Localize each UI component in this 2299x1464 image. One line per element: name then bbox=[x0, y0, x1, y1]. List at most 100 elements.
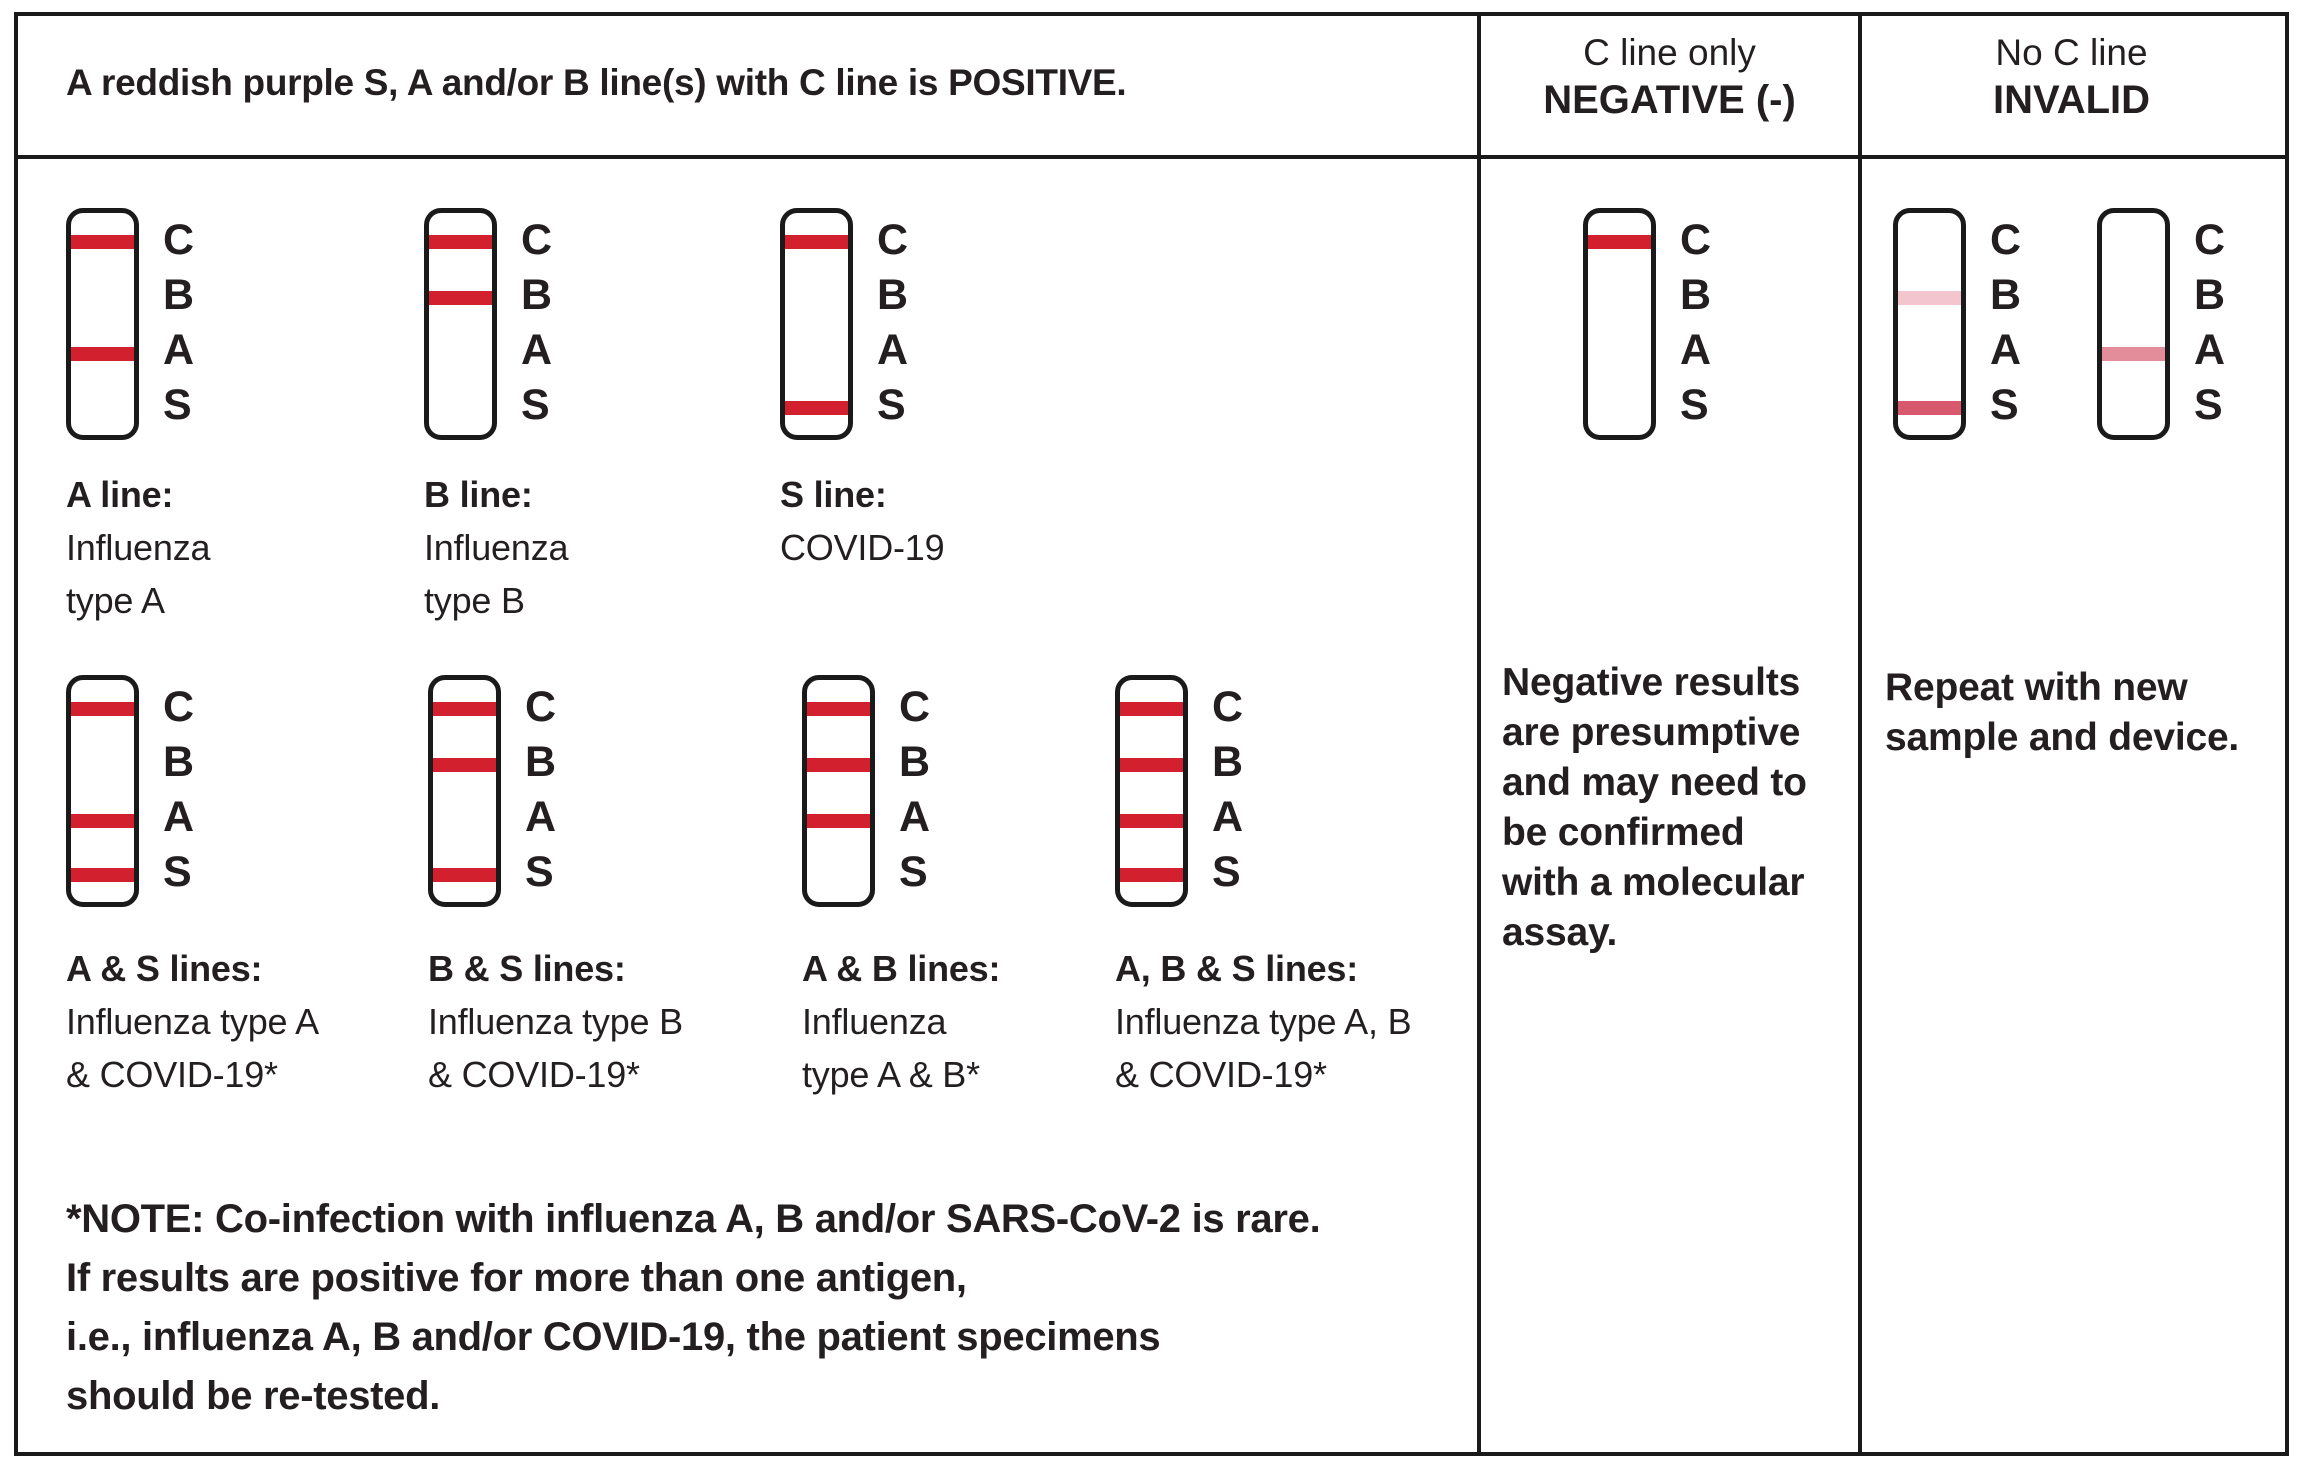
strip-label-s: S bbox=[521, 381, 550, 429]
c-line bbox=[433, 702, 496, 716]
caption-line: & COVID-19* bbox=[1115, 1054, 1327, 1095]
footnote: *NOTE: Co-infection with influenza A, B … bbox=[66, 1190, 1321, 1426]
test-strip-a-b-s-lines bbox=[1115, 675, 1188, 907]
s-line bbox=[433, 868, 496, 882]
caption-line: COVID-19 bbox=[780, 527, 945, 568]
faint-s-line bbox=[1898, 401, 1961, 415]
strip-label-s: S bbox=[163, 381, 192, 429]
caption-line: Influenza type A bbox=[66, 1001, 319, 1042]
strip-labels: C B A S bbox=[525, 680, 556, 900]
strip-labels: C B A S bbox=[163, 680, 194, 900]
negative-column-header: C line only NEGATIVE (-) bbox=[1481, 30, 1858, 124]
strip-label-b: B bbox=[1990, 271, 2022, 319]
caption-title: S line: bbox=[780, 474, 887, 515]
strip-label-a: A bbox=[899, 793, 931, 841]
strip-label-a: A bbox=[1212, 793, 1244, 841]
caption-title: A, B & S lines: bbox=[1115, 948, 1359, 989]
strip-labels: C B A S bbox=[1680, 213, 1711, 433]
negative-note-line: be confirmed bbox=[1502, 811, 1745, 854]
s-line bbox=[785, 401, 848, 415]
strip-label-b: B bbox=[2194, 271, 2226, 319]
column-divider-1 bbox=[1477, 16, 1481, 1452]
caption-a-line: A line: Influenza type A bbox=[66, 468, 211, 627]
c-line bbox=[785, 235, 848, 249]
caption-a-s-lines: A & S lines: Influenza type A & COVID-19… bbox=[66, 942, 319, 1101]
caption-line: Influenza type A, B bbox=[1115, 1001, 1412, 1042]
s-line bbox=[1120, 868, 1183, 882]
strip-label-a: A bbox=[163, 793, 195, 841]
strip-label-c: C bbox=[1212, 683, 1244, 731]
test-strip-invalid-2 bbox=[2097, 208, 2170, 440]
c-line bbox=[71, 235, 134, 249]
caption-title: A & B lines: bbox=[802, 948, 1001, 989]
test-strip-b-s-lines bbox=[428, 675, 501, 907]
caption-line: Influenza bbox=[802, 1001, 947, 1042]
strip-label-b: B bbox=[521, 271, 553, 319]
faint-a-line bbox=[2102, 347, 2165, 361]
header-divider bbox=[18, 155, 2285, 159]
test-strip-a-line bbox=[66, 208, 139, 440]
c-line bbox=[1120, 702, 1183, 716]
strip-label-c: C bbox=[1990, 216, 2022, 264]
negative-note-line: assay. bbox=[1502, 911, 1618, 954]
strip-label-s: S bbox=[1212, 848, 1241, 896]
test-strip-a-s-lines bbox=[66, 675, 139, 907]
strip-label-c: C bbox=[2194, 216, 2226, 264]
b-line bbox=[1120, 758, 1183, 772]
invalid-note-line: sample and device. bbox=[1885, 716, 2240, 759]
caption-title: A & S lines: bbox=[66, 948, 263, 989]
footnote-line: If results are positive for more than on… bbox=[66, 1256, 967, 1300]
a-line bbox=[1120, 814, 1183, 828]
strip-label-b: B bbox=[163, 738, 195, 786]
strip-labels: C B A S bbox=[899, 680, 930, 900]
strip-label-b: B bbox=[1212, 738, 1244, 786]
results-table: A reddish purple S, A and/or B line(s) w… bbox=[14, 12, 2289, 1456]
strip-label-c: C bbox=[521, 216, 553, 264]
footnote-line: *NOTE: Co-infection with influenza A, B … bbox=[66, 1197, 1321, 1241]
c-line bbox=[1588, 235, 1651, 249]
strip-label-s: S bbox=[525, 848, 554, 896]
negative-note: Negative results are presumptive and may… bbox=[1502, 658, 1872, 958]
caption-line: type A & B* bbox=[802, 1054, 980, 1095]
negative-header-result: NEGATIVE (-) bbox=[1543, 78, 1796, 122]
strip-labels: C B A S bbox=[163, 213, 194, 433]
strip-label-s: S bbox=[163, 848, 192, 896]
strip-label-a: A bbox=[1990, 326, 2022, 374]
invalid-header-condition: No C line bbox=[1995, 32, 2148, 73]
b-line bbox=[433, 758, 496, 772]
test-strip-s-line bbox=[780, 208, 853, 440]
caption-s-line: S line: COVID-19 bbox=[780, 468, 945, 574]
c-line bbox=[807, 702, 870, 716]
strip-label-b: B bbox=[877, 271, 909, 319]
caption-line: & COVID-19* bbox=[66, 1054, 278, 1095]
strip-label-c: C bbox=[899, 683, 931, 731]
s-line bbox=[71, 868, 134, 882]
faint-b-line bbox=[1898, 291, 1961, 305]
caption-line: Influenza bbox=[66, 527, 211, 568]
test-strip-b-line bbox=[424, 208, 497, 440]
caption-line: & COVID-19* bbox=[428, 1054, 640, 1095]
test-strip-invalid-1 bbox=[1893, 208, 1966, 440]
caption-b-s-lines: B & S lines: Influenza type B & COVID-19… bbox=[428, 942, 683, 1101]
a-line bbox=[71, 347, 134, 361]
negative-note-line: Negative results bbox=[1502, 661, 1801, 704]
strip-label-a: A bbox=[877, 326, 909, 374]
strip-label-s: S bbox=[1990, 381, 2019, 429]
strip-label-c: C bbox=[163, 216, 195, 264]
strip-label-b: B bbox=[163, 271, 195, 319]
column-divider-2 bbox=[1858, 16, 1862, 1452]
c-line bbox=[429, 235, 492, 249]
a-line bbox=[807, 814, 870, 828]
caption-line: type B bbox=[424, 580, 525, 621]
caption-b-line: B line: Influenza type B bbox=[424, 468, 569, 627]
strip-label-a: A bbox=[1680, 326, 1712, 374]
strip-label-b: B bbox=[525, 738, 557, 786]
caption-line: Influenza type B bbox=[428, 1001, 683, 1042]
invalid-column-header: No C line INVALID bbox=[1862, 30, 2281, 124]
b-line bbox=[429, 291, 492, 305]
strip-label-s: S bbox=[899, 848, 928, 896]
b-line bbox=[807, 758, 870, 772]
strip-label-a: A bbox=[2194, 326, 2226, 374]
caption-title: B line: bbox=[424, 474, 533, 515]
strip-label-c: C bbox=[877, 216, 909, 264]
